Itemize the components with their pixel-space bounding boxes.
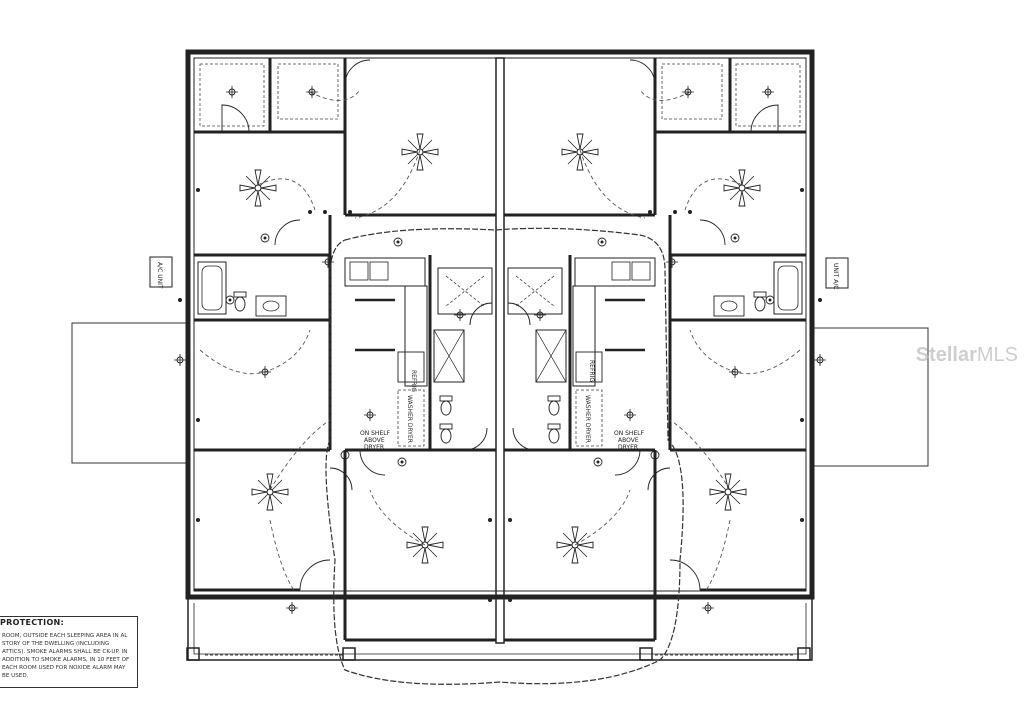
washer-dryer-left: WASHER DRYER — [406, 395, 413, 443]
ac-label-left: A/C UNIT — [156, 262, 163, 289]
light-fixture-icon — [225, 85, 239, 99]
light-fixture-icon — [285, 601, 299, 615]
right-unit-walls — [504, 58, 806, 642]
ceiling-fan-icon — [561, 133, 599, 171]
smoke-alarm-icon — [260, 233, 270, 243]
light-fixture-icon — [813, 353, 827, 367]
smoke-alarm-icon — [397, 457, 407, 467]
revision-cloud — [325, 227, 684, 685]
shelf-label-right-2: ABOVE — [618, 437, 639, 444]
light-fixture-icon — [453, 308, 467, 322]
note-title: PROTECTION: — [0, 618, 65, 627]
ceiling-fan-icon — [401, 133, 439, 171]
note-text: ROOM, OUTSIDE EACH SLEEPING AREA IN AL S… — [2, 633, 130, 679]
shelf-label-left-3: DRYER — [364, 444, 384, 451]
right-porch-slab — [809, 327, 929, 467]
light-fixture-icon — [305, 85, 319, 99]
ac-unit-right — [825, 257, 849, 289]
ceiling-fan-icon — [723, 169, 761, 207]
smoke-alarm-icon — [593, 457, 603, 467]
ac-unit-left — [149, 256, 173, 288]
shelf-label-right-1: ON SHELF — [614, 430, 645, 437]
light-fixture-icon — [533, 308, 547, 322]
smoke-alarm-icon — [597, 237, 607, 247]
smoke-alarm-icon — [225, 295, 235, 305]
smoke-alarm-icon — [393, 237, 403, 247]
light-fixture-icon — [363, 408, 377, 422]
ac-label-right: UNIT A/C — [832, 263, 839, 290]
left-porch-slab — [71, 322, 191, 464]
party-wall — [495, 57, 505, 644]
ceiling-fan-icon — [709, 473, 747, 511]
smoke-protection-note — [0, 616, 138, 688]
shelf-label-right-3: DRYER — [618, 444, 638, 451]
ceiling-fan-icon — [239, 169, 277, 207]
light-fixture-icon — [681, 85, 695, 99]
light-fixture-icon — [623, 408, 637, 422]
washer-dryer-right: WASHER DRYER — [584, 395, 591, 443]
light-fixture-icon — [761, 85, 775, 99]
shelf-label-left-1: ON SHELF — [360, 430, 391, 437]
refrig-label-left: REFRIG — [410, 370, 417, 392]
watermark-logo: StellarMLS — [915, 344, 1018, 366]
light-fixture-icon — [258, 365, 272, 379]
exterior-wall — [185, 49, 815, 600]
smoke-alarm-icon — [765, 295, 775, 305]
ceiling-fan-icon — [251, 473, 289, 511]
light-fixture-icon — [665, 255, 679, 269]
left-unit-walls — [194, 58, 496, 642]
smoke-alarm-icon — [730, 233, 740, 243]
light-fixture-icon — [173, 353, 187, 367]
light-fixture-icon — [728, 365, 742, 379]
refrig-label-right: REFRIG — [588, 360, 595, 382]
light-fixture-icon — [701, 601, 715, 615]
shelf-label-left-2: ABOVE — [364, 437, 385, 444]
